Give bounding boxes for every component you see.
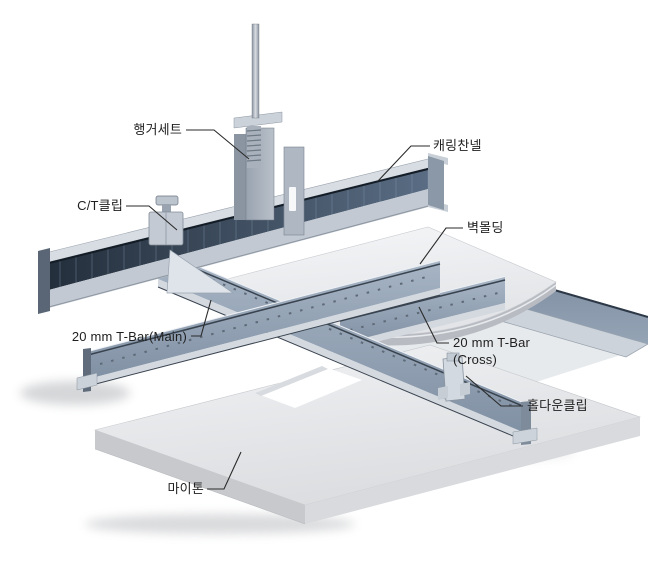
leader-lines: [126, 129, 523, 490]
gusset-bracket: [166, 249, 235, 294]
hanger-rod: [251, 23, 260, 119]
label-hold-down-clip: 홀다운클립: [527, 398, 588, 413]
leader-ct-clip: [126, 205, 178, 231]
leader-carrying-channel: [377, 145, 430, 182]
hold-down-clip: [438, 352, 470, 402]
ct-clip: [148, 195, 184, 246]
hanger-set: [233, 23, 305, 236]
leader-hold-down-clip: [465, 375, 523, 407]
tbar-cross-front: [76, 260, 441, 392]
label-wall-molding: 벽몰딩: [467, 220, 504, 235]
label-hanger-set: 행거세트: [133, 122, 182, 137]
label-tbar-cross: 20 mm T-Bar (Cross): [453, 335, 531, 367]
ceiling-tile-bottom: [93, 344, 642, 525]
leader-hanger-set: [186, 129, 250, 160]
label-tbar-main: 20 mm T-Bar(Main): [71, 329, 187, 344]
label-ceiling-tile: 마이톤: [167, 481, 204, 496]
leader-wall-molding: [419, 227, 463, 265]
label-carrying-channel: 캐링찬넬: [433, 138, 482, 153]
label-ct-clip: C/T클립: [77, 198, 123, 213]
leader-ceiling-tile: [207, 451, 242, 490]
leader-tbar-cross: [418, 306, 449, 344]
leader-tbar-main: [191, 299, 212, 337]
